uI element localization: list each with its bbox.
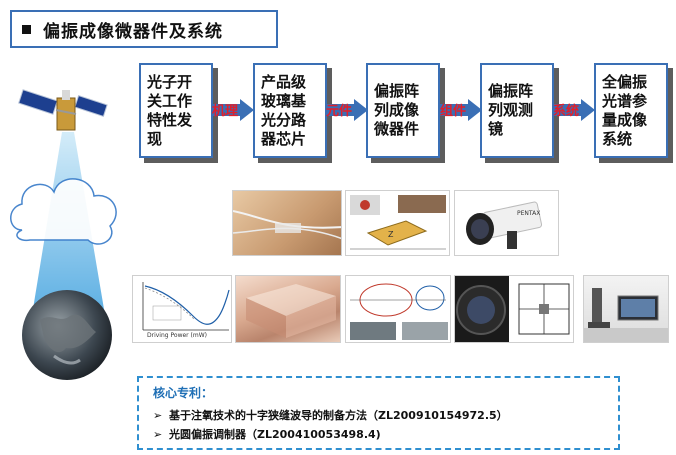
flow-arrow-icon <box>440 99 482 121</box>
photo-imaging-lab-setup <box>583 275 669 343</box>
patent-item: ➢ 基于注氧技术的十字狭缝波导的制备方法（ZL200910154972.5） <box>153 406 604 425</box>
flow-arrow-icon <box>212 99 254 121</box>
photo-glass-prism <box>235 275 341 343</box>
section-title-box: 偏振成像微器件及系统 <box>10 10 278 48</box>
flow-arrow-icon <box>326 99 368 121</box>
cloud-outline <box>10 178 117 245</box>
flow-step-imaging-system: 全偏振光谱参量成像系统 <box>594 63 668 158</box>
photo-polarizer-device-diagram: Z <box>345 190 450 256</box>
arrow-label-element: 元件 <box>326 104 353 119</box>
photo-observation-scope: PENTAX <box>454 190 559 256</box>
graph-axis-label: Driving Power (mW) <box>147 332 207 339</box>
flow-step-label: 偏振阵列观测镜 <box>488 82 534 138</box>
patent-text: 光圆偏振调制器（ZL200410053498.4) <box>169 428 381 441</box>
patents-title: 核心专利： <box>153 386 214 400</box>
photo-array-schematic <box>345 275 451 343</box>
section-title: 偏振成像微器件及系统 <box>43 21 223 42</box>
arrow-label-mechanism: 机理 <box>212 104 239 119</box>
flow-step-splitter-chip: 产品级玻璃基光分路器芯片 <box>253 63 327 158</box>
arrow-bullet-icon: ➢ <box>153 409 163 422</box>
flow-step-label: 产品级玻璃基光分路器芯片 <box>261 72 307 148</box>
flow-arrow-icon <box>553 99 595 121</box>
flow-step-observation-scope: 偏振阵列观测镜 <box>480 63 554 158</box>
core-patents-box: 核心专利： ➢ 基于注氧技术的十字狭缝波导的制备方法（ZL200910154972… <box>137 376 620 450</box>
scope-brand-label: PENTAX <box>517 210 540 217</box>
arrow-bullet-icon: ➢ <box>153 428 163 441</box>
flow-step-polarization-array-device: 偏振阵列成像微器件 <box>366 63 440 158</box>
photo-characteristic-graph: Driving Power (mW) <box>132 275 232 343</box>
satellite-earth-illustration <box>10 89 117 380</box>
arrow-label-component: 组件 <box>440 104 467 119</box>
flow-step-photonic-switch: 光子开关工作特性发现 <box>139 63 213 158</box>
patent-text: 基于注氧技术的十字狭缝波导的制备方法（ZL200910154972.5） <box>169 409 508 422</box>
arrow-label-system: 系统 <box>553 104 580 119</box>
flow-step-label: 偏振阵列成像微器件 <box>374 82 420 138</box>
title-bullet-square <box>22 24 31 34</box>
svg-text:Z: Z <box>388 230 394 239</box>
flow-step-label: 全偏振光谱参量成像系统 <box>602 72 648 148</box>
flow-step-label: 光子开关工作特性发现 <box>147 72 193 148</box>
photo-lens-optical-path <box>454 275 574 343</box>
satellite-icon <box>18 89 108 131</box>
patent-item: ➢ 光圆偏振调制器（ZL200410053498.4) <box>153 425 604 444</box>
photo-fiber-chip <box>232 190 342 256</box>
